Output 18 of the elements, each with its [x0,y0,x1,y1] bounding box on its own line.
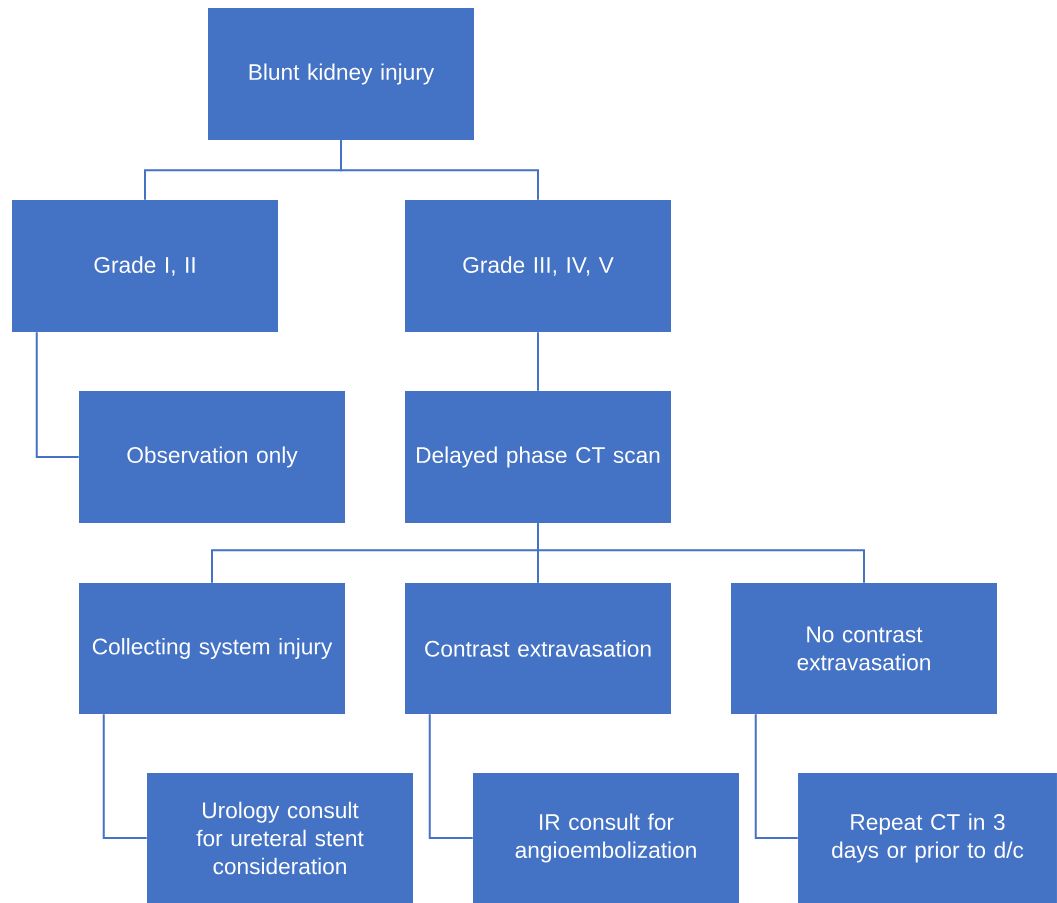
process-box: Grade III, IV, V [405,200,671,332]
connector-line [428,713,474,839]
process-box: Blunt kidney injury [208,8,474,140]
process-box: Repeat CT in 3 days or prior to d/c [798,773,1057,903]
connector-line [537,331,539,392]
process-box: Grade I, II [12,200,278,332]
process-box: Collecting system injury [79,583,345,714]
process-box: IR consult for angioembolization [473,773,739,903]
connector-line [340,139,539,201]
process-box: Observation only [79,391,345,523]
process-box: No contrast extravasation [731,583,997,714]
connector-line [537,522,865,584]
connector-line [754,713,799,839]
process-box: Urology consult for ureteral stent consideration [147,773,413,903]
connector-line [102,713,148,839]
connector-line [35,331,80,458]
process-box: Contrast extravasation [405,583,671,714]
process-box: Delayed phase CT scan [405,391,671,523]
